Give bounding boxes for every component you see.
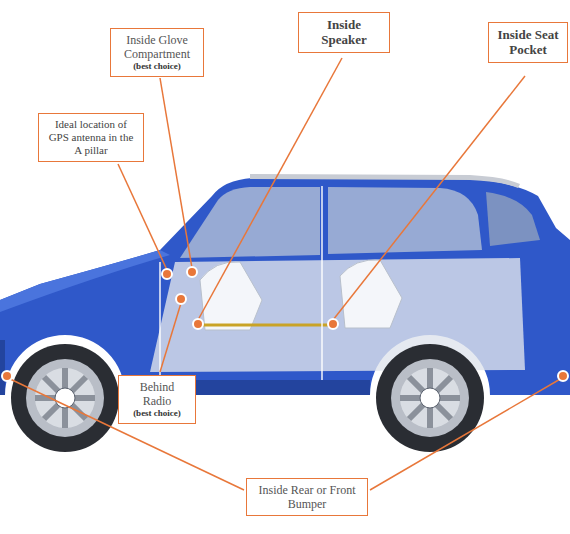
location-dot <box>176 294 186 304</box>
callout-note: (best choice) <box>116 61 198 72</box>
leader-line <box>198 58 342 320</box>
wheel <box>400 368 460 428</box>
callout-label: Inside Rear or Front Bumper <box>252 483 362 511</box>
car-body <box>0 250 170 312</box>
callout-label: Inside Speaker <box>304 17 384 48</box>
wheel <box>11 344 119 452</box>
wheel <box>391 359 469 437</box>
wheel <box>420 388 440 408</box>
callout-box: Inside Glove Compartment(best choice) <box>110 28 204 77</box>
leader-line <box>160 303 181 372</box>
wheel <box>400 368 460 428</box>
callout-label: Inside Seat Pocket <box>494 27 562 58</box>
location-dot <box>328 319 338 329</box>
callout-box: Ideal location of GPS antenna in the A p… <box>38 113 144 162</box>
roof-rail <box>250 174 520 188</box>
windows <box>328 187 482 254</box>
windows <box>180 187 320 258</box>
callout-label: Ideal location of GPS antenna in the A p… <box>44 118 138 157</box>
car-interior <box>321 186 323 380</box>
callout-box: Inside Speaker <box>298 12 390 53</box>
location-dot <box>2 267 568 381</box>
car-interior <box>159 262 161 380</box>
roof-rail <box>250 174 520 188</box>
leader-line <box>118 164 167 270</box>
windows <box>180 187 540 258</box>
wheel <box>35 368 95 428</box>
callout-note: (best choice) <box>124 408 190 419</box>
callout-label: Behind Radio <box>124 380 190 408</box>
location-dot <box>162 269 172 279</box>
car-interior <box>340 260 402 328</box>
wheel <box>11 344 484 452</box>
location-dot <box>193 319 203 329</box>
callout-label: Inside Glove Compartment <box>116 33 198 61</box>
car-body <box>0 340 5 395</box>
wheel <box>376 344 484 452</box>
leader-line <box>8 58 562 490</box>
leader-line <box>160 78 192 268</box>
windows <box>486 192 540 246</box>
location-dot <box>187 267 197 277</box>
wheel <box>35 368 95 428</box>
location-dot <box>2 371 12 381</box>
wheel <box>26 359 104 437</box>
callout-box: Behind Radio(best choice) <box>118 375 196 424</box>
callout-box: Inside Rear or Front Bumper <box>246 478 368 516</box>
car-interior <box>200 262 262 330</box>
leader-line <box>333 76 525 320</box>
leader-line <box>370 378 562 490</box>
car-interior <box>195 324 330 327</box>
callout-box: Inside Seat Pocket <box>488 22 568 63</box>
car-interior <box>150 186 525 380</box>
location-dot <box>558 371 568 381</box>
